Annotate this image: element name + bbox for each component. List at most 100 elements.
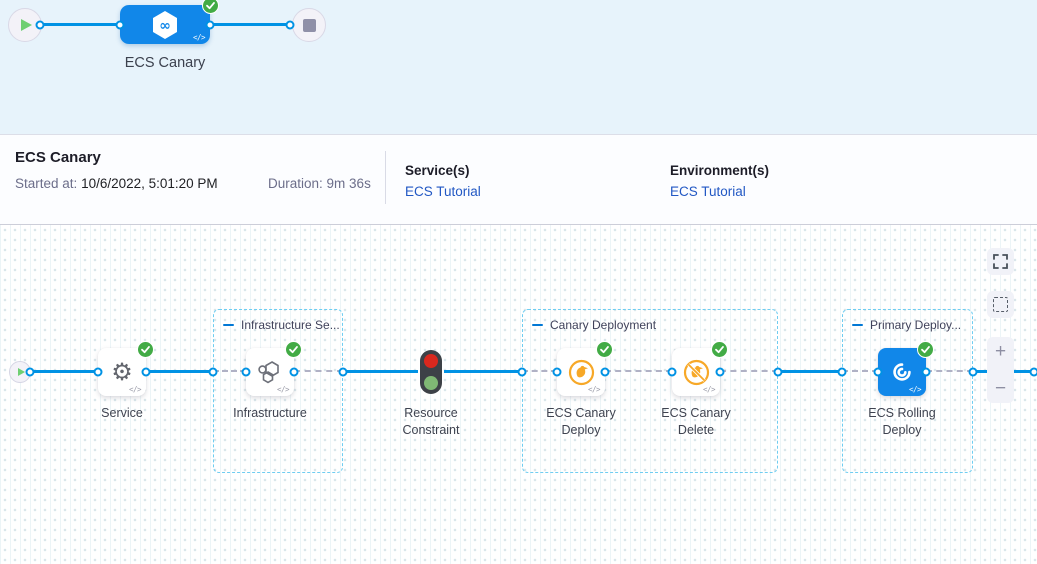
code-icon: </>: [908, 385, 922, 394]
pipeline-stage-ecs-canary[interactable]: ∞ </>: [120, 0, 219, 44]
connection-point: [773, 367, 783, 376]
connector-line-dashed: [842, 370, 878, 372]
connection-point: [921, 367, 931, 376]
execution-info-bar: ECS Canary Started at: 10/6/2022, 5:01:2…: [0, 134, 1037, 225]
connection-point: [208, 367, 218, 376]
duration-value: 9m 36s: [326, 176, 371, 191]
connection-point: [837, 367, 847, 376]
connection-point: [289, 367, 299, 376]
connection-point: [1029, 367, 1037, 376]
connection-point: [285, 20, 295, 29]
connection-point: [35, 20, 45, 29]
collapse-dash-icon[interactable]: [223, 323, 234, 327]
connection-point: [873, 367, 883, 376]
group-header-canary-deployment[interactable]: Canary Deployment: [532, 318, 656, 332]
play-icon: [17, 368, 25, 376]
stage-group-primary-deployment: Primary Deploy...: [842, 309, 973, 473]
zoom-out-button[interactable]: −: [994, 378, 1007, 399]
code-icon: </>: [128, 385, 142, 394]
step-label: ECS Rolling Deploy: [868, 406, 936, 437]
hexagons-icon: [258, 361, 279, 384]
connection-point: [93, 367, 103, 376]
step-label: Infrastructure: [233, 406, 307, 420]
connector-line-dashed: [294, 370, 343, 372]
step-label: Service: [101, 406, 143, 420]
connector-line: [778, 370, 842, 373]
stop-icon: [302, 18, 316, 32]
code-icon: </>: [702, 385, 716, 394]
stage-group-infrastructure: Infrastructure Se...: [213, 309, 343, 473]
stage-execution-canvas[interactable]: Infrastructure Se... Canary Deployment P…: [0, 225, 1037, 564]
pipeline-stage-label: ECS Canary: [124, 55, 206, 71]
connector-line-dashed: [605, 370, 672, 372]
connection-point: [241, 367, 251, 376]
canary-icon: [568, 359, 594, 385]
services-link[interactable]: ECS Tutorial: [405, 184, 481, 199]
connection-point: [115, 20, 125, 29]
step-label: Resource Constraint: [402, 406, 460, 437]
resource-constraint-node[interactable]: [420, 350, 442, 394]
svg-text:∞: ∞: [159, 18, 171, 34]
step-service[interactable]: ⚙ </>: [98, 341, 154, 396]
pipeline-end-node[interactable]: [292, 8, 326, 42]
check-icon: [137, 341, 154, 358]
group-header-infrastructure[interactable]: Infrastructure Se...: [223, 318, 340, 332]
group-label: Canary Deployment: [550, 318, 657, 332]
marquee-select-button[interactable]: [987, 291, 1014, 318]
connection-point: [552, 367, 562, 376]
group-label: Primary Deploy...: [870, 318, 962, 332]
step-label: ECS Canary Deploy: [546, 406, 616, 437]
play-icon: [21, 19, 32, 31]
started-at-label: Started at:: [15, 176, 78, 191]
connector-line: [30, 370, 98, 373]
code-icon: </>: [276, 385, 290, 394]
marquee-select-icon: [993, 297, 1008, 312]
services-column: Service(s) ECS Tutorial: [405, 163, 625, 201]
stage-group-canary-deployment: Canary Deployment: [522, 309, 778, 473]
check-icon: [285, 341, 302, 358]
collapse-dash-icon[interactable]: [532, 323, 543, 327]
pipeline-hexagon-icon: ∞: [153, 10, 177, 39]
connection-point: [205, 20, 215, 29]
step-infrastructure[interactable]: </>: [246, 341, 302, 396]
traffic-light-green-icon: [424, 376, 438, 390]
connection-point: [968, 367, 978, 376]
step-ecs-rolling-deploy[interactable]: </>: [878, 341, 934, 396]
check-icon: [596, 341, 613, 358]
expand-icon: [993, 254, 1008, 269]
connection-point: [667, 367, 677, 376]
connector-line-dashed: [926, 370, 973, 372]
environments-link[interactable]: ECS Tutorial: [670, 184, 746, 199]
canary-delete-icon: [683, 359, 709, 385]
zoom-in-button[interactable]: +: [994, 341, 1007, 362]
group-label: Infrastructure Se...: [241, 318, 340, 332]
duration-label: Duration:: [268, 176, 323, 191]
connection-point: [600, 367, 610, 376]
zoom-controls: + −: [987, 337, 1014, 403]
environments-column: Environment(s) ECS Tutorial: [670, 163, 890, 201]
fit-to-screen-button[interactable]: [987, 248, 1014, 275]
connector-line-dashed: [720, 370, 778, 372]
group-header-primary-deployment[interactable]: Primary Deploy...: [852, 318, 961, 332]
started-at: Started at: 10/6/2022, 5:01:20 PM: [15, 176, 218, 191]
step-label: ECS Canary Delete: [661, 406, 731, 437]
connector-line-dashed: [213, 370, 246, 372]
pipeline-start-node[interactable]: [8, 8, 42, 42]
collapse-dash-icon[interactable]: [852, 323, 863, 327]
step-ecs-canary-delete[interactable]: </>: [672, 341, 728, 396]
execution-title: ECS Canary: [15, 149, 101, 166]
connection-point: [338, 367, 348, 376]
check-icon: [202, 0, 219, 14]
connector-line: [444, 370, 522, 373]
environments-label: Environment(s): [670, 163, 770, 178]
code-icon: </>: [587, 385, 601, 394]
check-icon: [711, 341, 728, 358]
services-label: Service(s): [405, 163, 470, 178]
started-at-value: 10/6/2022, 5:01:20 PM: [81, 176, 218, 191]
code-icon: </>: [192, 33, 206, 42]
ecs-rolling-icon: [893, 363, 911, 381]
connection-point: [517, 367, 527, 376]
connector-line: [146, 370, 213, 373]
connector-line: [343, 370, 418, 373]
step-ecs-canary-deploy[interactable]: </>: [557, 341, 613, 396]
